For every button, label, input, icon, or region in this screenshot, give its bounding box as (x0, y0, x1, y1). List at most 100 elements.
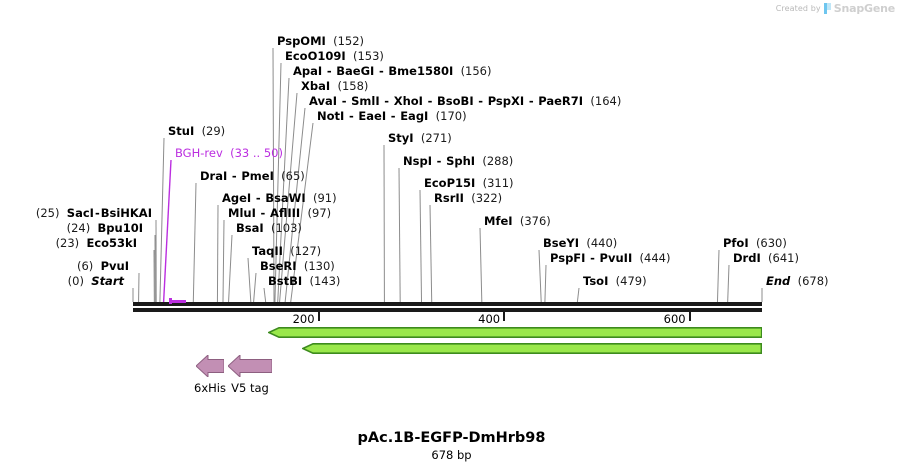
ruler-label-400: 400 (478, 312, 501, 326)
translation-arrow-orf1[interactable] (267, 327, 762, 338)
tag-arrow-v5[interactable] (228, 355, 272, 377)
snapgene-watermark: Created by SnapGene (776, 2, 895, 15)
site-label-start[interactable]: (0) Start (68, 275, 124, 287)
leader-line-rsrii (429, 204, 433, 303)
ruler-tick-200 (317, 312, 320, 321)
site-label-stui[interactable]: StuI (29) (168, 125, 225, 137)
leader-line-bseyi (538, 249, 542, 303)
site-name: BsoBI (437, 94, 474, 108)
site-label-bghrev[interactable]: BGH-rev (33 .. 50) (175, 147, 283, 159)
site-name: Bme1580I (388, 64, 454, 78)
site-label-ecop15i[interactable]: EcoP15I (311) (424, 177, 514, 189)
site-name: MfeI (484, 214, 513, 228)
site-name: PaeR7I (538, 94, 584, 108)
leader-line-pfoi (716, 249, 720, 303)
site-name: XbaI (301, 79, 331, 93)
site-label-bseri[interactable]: BseRI (130) (260, 260, 335, 272)
ruler-label-600: 600 (663, 312, 686, 326)
site-name: NotI (317, 109, 345, 123)
ruler-tick-600 (688, 312, 691, 321)
ruler-tick-400 (503, 312, 506, 321)
site-position: (103) (270, 221, 302, 235)
translation-arrow-orf2[interactable] (301, 343, 762, 354)
site-label-apai[interactable]: ApaI - BaeGI - Bme1580I (156) (293, 64, 492, 78)
site-label-avai[interactable]: AvaI - SmlI - XhoI - BsoBI - PspXI - Pae… (309, 94, 622, 108)
site-label-bsai[interactable]: BsaI (103) (236, 222, 302, 234)
site-name: BseRI (260, 259, 297, 273)
site-position: (311) (482, 176, 514, 190)
leader-line-bghrev (162, 159, 172, 303)
site-position: (444) (639, 251, 671, 265)
site-name: PspFI (550, 251, 586, 265)
site-label-rsrii[interactable]: RsrII (322) (434, 192, 502, 204)
site-label-bpu10i[interactable]: (24) Bpu10I (67, 222, 143, 234)
site-name: PmeI (241, 169, 274, 183)
site-label-ecoo109i[interactable]: EcoO109I (153) (285, 50, 384, 62)
site-name: PspOMI (277, 34, 326, 48)
leader-line-nspi (398, 167, 401, 303)
site-position: (25) (35, 206, 60, 220)
site-name: Eco53kI (86, 236, 137, 250)
translation-arrow-shape (267, 327, 762, 338)
site-name: BsaWI (265, 191, 306, 205)
site-position: (97) (307, 206, 332, 220)
site-label-pspfi[interactable]: PspFI - PvuII (444) (550, 251, 671, 265)
site-label-tsoi[interactable]: TsoI (479) (583, 275, 647, 287)
site-label-agei[interactable]: AgeI - BsaWI (91) (222, 191, 337, 205)
site-name: EcoO109I (285, 49, 346, 63)
site-label-saci[interactable]: (25) SacI-BsiHKAI (35, 206, 152, 220)
site-name: PvuI (100, 259, 129, 273)
leader-line-bseri (253, 272, 257, 303)
site-name: AflIII (269, 206, 301, 220)
site-position: (130) (303, 259, 335, 273)
site-name: Bpu10I (97, 221, 143, 235)
site-position: (164) (590, 94, 622, 108)
sequence-backbone (133, 302, 762, 306)
leader-line-mlui (222, 219, 225, 303)
watermark-brand-label: SnapGene (833, 2, 895, 15)
site-name: BaeGI (336, 64, 375, 78)
site-position: (170) (435, 109, 467, 123)
site-position: (440) (586, 236, 618, 250)
site-name: SacI (66, 206, 94, 220)
site-label-drdi[interactable]: DrdI (641) (733, 252, 799, 264)
site-label-bstbi[interactable]: BstBI (143) (268, 275, 340, 287)
site-position: (152) (333, 34, 365, 48)
leader-line-bsai (228, 234, 233, 303)
site-position: (288) (482, 154, 514, 168)
site-position: (127) (290, 244, 322, 258)
leader-line-taqii (247, 257, 252, 303)
site-name: MluI (228, 206, 256, 220)
site-position: (0) (67, 274, 84, 288)
site-position: (678) (797, 274, 829, 288)
site-label-taqii[interactable]: TaqII (127) (252, 245, 321, 257)
site-label-noti[interactable]: NotI - EaeI - EagI (170) (317, 109, 467, 123)
leader-line-mfei (479, 227, 483, 303)
site-position: (24) (66, 221, 91, 235)
site-label-xbai[interactable]: XbaI (158) (301, 80, 368, 92)
site-label-nspi[interactable]: NspI - SphI (288) (403, 154, 514, 168)
site-label-end[interactable]: End (678) (766, 275, 829, 287)
site-label-mfei[interactable]: MfeI (376) (484, 215, 551, 227)
site-name: XhoI (393, 94, 423, 108)
site-label-bseyi[interactable]: BseYI (440) (543, 237, 617, 249)
site-label-pfoi[interactable]: PfoI (630) (723, 237, 787, 249)
leader-line-drdi (727, 264, 730, 303)
site-label-pvui[interactable]: (6) PvuI (77, 260, 129, 272)
leader-line-ecop15i (419, 189, 423, 303)
site-label-mlui[interactable]: MluI - AflIII (97) (228, 206, 332, 220)
site-label-pspomi[interactable]: PspOMI (152) (277, 35, 364, 47)
translation-arrow-shape (301, 343, 762, 354)
site-name: NspI (403, 154, 432, 168)
tag-arrow-his6[interactable] (196, 355, 224, 377)
site-position: (23) (55, 236, 80, 250)
leader-line-stui (159, 137, 165, 303)
site-position: (322) (471, 191, 503, 205)
site-name: BstBI (268, 274, 303, 288)
site-name: EagI (400, 109, 429, 123)
leader-line-drai (192, 182, 197, 303)
site-label-styi[interactable]: StyI (271) (388, 132, 452, 144)
site-label-drai[interactable]: DraI - PmeI (65) (200, 169, 305, 183)
site-label-eco53ki[interactable]: (23) Eco53kI (56, 237, 137, 249)
site-name: TsoI (583, 274, 609, 288)
